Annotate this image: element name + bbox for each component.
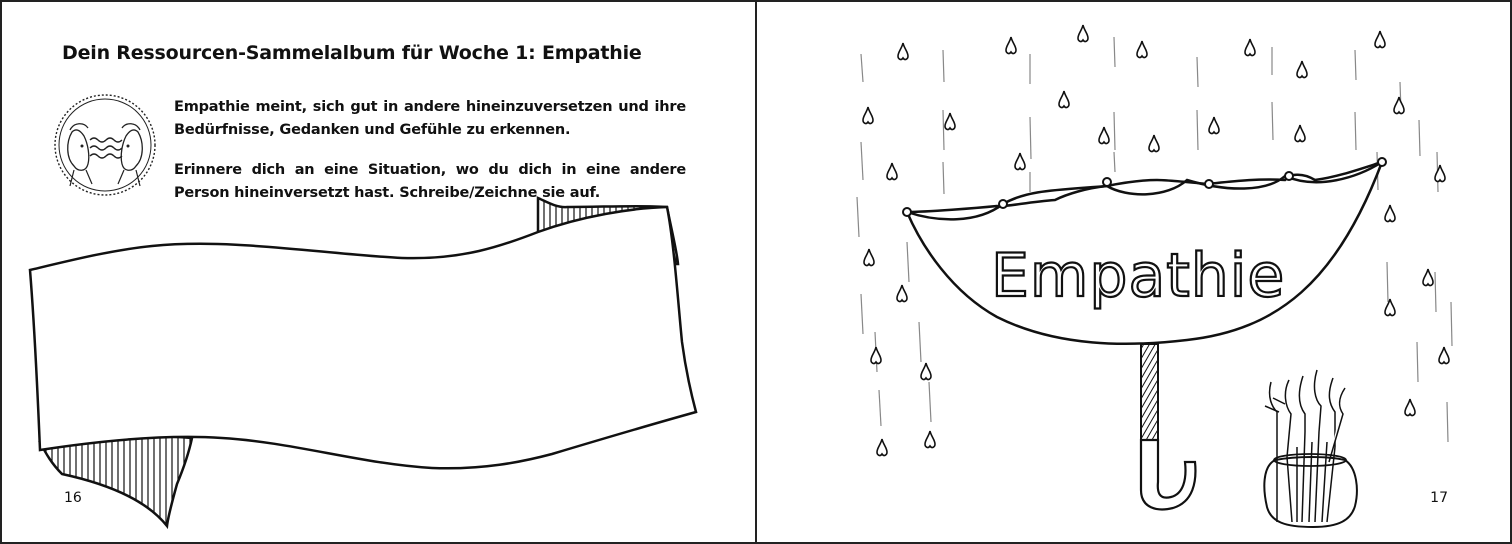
rain-streaks	[856, 36, 1453, 443]
page-title: Dein Ressourcen-Sammelalbum für Woche 1:…	[62, 42, 642, 64]
left-page: Dein Ressourcen-Sammelalbum für Woche 1:…	[2, 2, 757, 542]
paintbrush-jar-icon	[1263, 369, 1358, 529]
instruction-paragraph: Erinnere dich an eine Situation, wo du d…	[174, 162, 686, 201]
definition-paragraph: Empathie meint, sich gut in andere hinei…	[174, 99, 686, 138]
right-page-illustration: Empathie	[856, 24, 1453, 529]
two-faces-empathy-icon	[54, 94, 156, 196]
umbrella-icon: Empathie	[902, 157, 1387, 511]
umbrella-word: Empathie	[991, 241, 1285, 311]
right-page: Empathie 17	[757, 2, 1510, 542]
ribbon-banner-icon	[28, 196, 698, 530]
page-number: 17	[1430, 490, 1448, 506]
page-number: 16	[64, 490, 82, 506]
